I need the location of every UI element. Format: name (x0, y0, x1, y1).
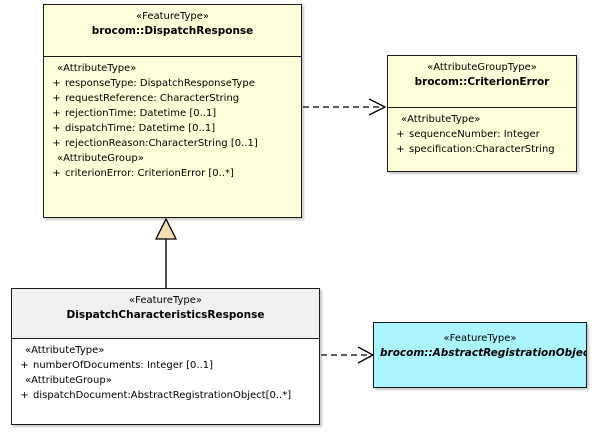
class-name: DispatchCharacteristicsResponse (66, 309, 265, 321)
attribute-text: rejectionTime: Datetime [0..1] (65, 108, 217, 119)
attribute-group-label: «AttributeGroup» (25, 375, 112, 386)
attribute-visibility: + (52, 93, 61, 104)
dependency-dispatchcharacteristics-to-abstractregistrationobject[interactable] (321, 346, 375, 364)
attribute-row[interactable]: + requestReference: CharacterString (48, 91, 297, 106)
attribute-row[interactable]: + dispatchTime: Datetime [0..1] (48, 121, 297, 136)
attribute-visibility: + (52, 108, 61, 119)
class-box-abstract-registration-object[interactable]: «FeatureType» brocom::AbstractRegistrati… (373, 322, 587, 388)
attribute-text: numberOfDocuments: Integer [0..1] (33, 360, 214, 371)
attribute-group-label: «AttributeType» (25, 345, 105, 356)
attribute-text: dispatchTime: Datetime [0..1] (65, 123, 216, 134)
class-header: «FeatureType» brocom::DispatchResponse (44, 5, 301, 57)
attribute-group-label: «AttributeType» (401, 114, 481, 125)
class-name: brocom::AbstractRegistrationObject (380, 347, 587, 359)
attribute-visibility: + (20, 360, 29, 371)
attribute-text: criterionError: CriterionError [0..*] (65, 168, 234, 179)
attribute-text: sequenceNumber: Integer (409, 129, 540, 140)
attribute-row[interactable]: + responseType: DispatchResponseType (48, 76, 297, 91)
class-box-criterion-error[interactable]: «AttributeGroupType» brocom::CriterionEr… (387, 55, 577, 172)
attribute-text: dispatchDocument:AbstractRegistrationObj… (33, 390, 292, 401)
class-attributes-compartment: «AttributeType» + responseType: Dispatch… (44, 57, 301, 186)
attribute-row[interactable]: + specification:CharacterString (392, 142, 572, 157)
class-name: brocom::CriterionError (414, 76, 550, 88)
attribute-text: requestReference: CharacterString (65, 93, 240, 104)
attribute-group-label: «AttributeType» (57, 63, 137, 74)
attribute-visibility: + (52, 123, 61, 134)
class-header: «FeatureType» DispatchCharacteristicsRes… (12, 289, 319, 339)
attribute-row[interactable]: + sequenceNumber: Integer (392, 127, 572, 142)
class-header: «AttributeGroupType» brocom::CriterionEr… (388, 56, 576, 108)
attribute-group-label: «AttributeGroup» (57, 153, 144, 164)
attribute-visibility: + (52, 78, 61, 89)
generalization-triangle (154, 217, 178, 240)
generalization-dispatchcharacteristics-to-dispatchresponse[interactable] (154, 217, 178, 288)
class-box-dispatch-characteristics-response[interactable]: «FeatureType» DispatchCharacteristicsRes… (11, 288, 320, 425)
class-name: brocom::DispatchResponse (91, 25, 254, 37)
class-stereotype: «AttributeGroupType» (427, 62, 537, 73)
class-stereotype: «FeatureType» (129, 295, 202, 306)
attribute-row[interactable]: + criterionError: CriterionError [0..*] (48, 166, 297, 181)
attribute-row[interactable]: + rejectionReason:CharacterString [0..1] (48, 136, 297, 151)
attribute-row[interactable]: + numberOfDocuments: Integer [0..1] (16, 358, 315, 373)
class-attributes-compartment: «AttributeType» + numberOfDocuments: Int… (12, 339, 319, 408)
open-arrowhead (368, 98, 387, 116)
class-stereotype: «FeatureType» (136, 11, 209, 22)
class-attributes-compartment: «AttributeType» + sequenceNumber: Intege… (388, 108, 576, 162)
attribute-visibility: + (396, 144, 405, 155)
class-stereotype: «FeatureType» (443, 333, 517, 344)
attribute-visibility: + (52, 138, 61, 149)
open-arrowhead (357, 346, 375, 364)
dependency-dispatchresponse-to-criterionerror[interactable] (303, 98, 387, 116)
class-header: «FeatureType» brocom::AbstractRegistrati… (374, 323, 586, 387)
attribute-visibility: + (396, 129, 405, 140)
attribute-row[interactable]: + dispatchDocument:AbstractRegistrationO… (16, 388, 315, 403)
attribute-text: responseType: DispatchResponseType (65, 78, 255, 89)
attribute-row[interactable]: + rejectionTime: Datetime [0..1] (48, 106, 297, 121)
attribute-visibility: + (20, 390, 29, 401)
attribute-text: rejectionReason:CharacterString [0..1] (65, 138, 258, 149)
attribute-visibility: + (52, 168, 61, 179)
attribute-text: specification:CharacterString (409, 144, 555, 155)
class-box-dispatch-response[interactable]: «FeatureType» brocom::DispatchResponse «… (43, 4, 302, 218)
